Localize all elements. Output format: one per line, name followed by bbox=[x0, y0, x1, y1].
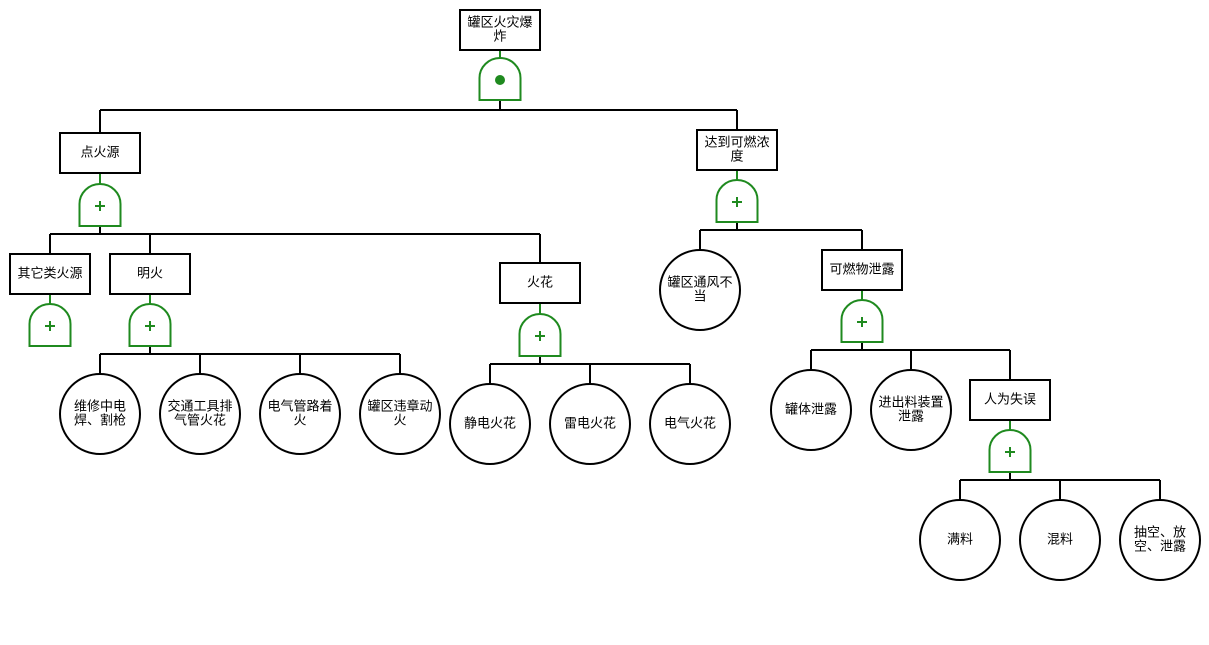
or-gate-icon bbox=[128, 303, 172, 347]
basic-event-circle bbox=[649, 383, 731, 465]
or-gate-icon bbox=[518, 313, 562, 357]
basic-event-circle bbox=[1019, 499, 1101, 581]
node-label: 点火源 bbox=[80, 146, 119, 161]
basic-event-mixing: 混料 bbox=[1019, 499, 1101, 581]
basic-event-circle bbox=[59, 373, 141, 455]
or-gate-icon bbox=[840, 299, 884, 343]
node-label: 明火 bbox=[137, 267, 163, 282]
basic-event-circle bbox=[449, 383, 531, 465]
basic-event-pipe-fire: 电气管路着火 bbox=[259, 373, 341, 455]
basic-event-circle bbox=[770, 369, 852, 451]
node-label: 罐区违章动火 bbox=[367, 399, 432, 429]
intermediate-event-ignition: 点火源 bbox=[59, 132, 141, 227]
event-box bbox=[9, 253, 91, 295]
node-label: 维修中电焊、割枪 bbox=[74, 400, 126, 429]
basic-event-feed-leak: 进出料装置泄露 bbox=[870, 369, 952, 451]
or-gate-icon bbox=[28, 303, 72, 347]
intermediate-event-concentration: 达到可燃浓度 bbox=[696, 129, 778, 223]
and-gate-dot-icon bbox=[495, 75, 505, 85]
basic-event-circle bbox=[1119, 499, 1201, 581]
basic-event-overfill: 满料 bbox=[919, 499, 1001, 581]
node-label: 罐区通风不当 bbox=[667, 276, 732, 305]
basic-event-circle bbox=[870, 369, 952, 451]
node-label: 静电火花 bbox=[464, 416, 516, 432]
event-box bbox=[59, 132, 141, 174]
basic-event-circle bbox=[359, 373, 441, 455]
node-label: 雷电火花 bbox=[564, 416, 616, 432]
basic-event-static-spark: 静电火花 bbox=[449, 383, 531, 465]
intermediate-event-other-fire: 其它类火源 bbox=[9, 253, 91, 347]
node-label: 抽空、放空、泄露 bbox=[1134, 526, 1186, 555]
basic-event-tank-leak: 罐体泄露 bbox=[770, 369, 852, 451]
intermediate-event-spark: 火花 bbox=[499, 262, 581, 357]
basic-event-circle bbox=[159, 373, 241, 455]
node-label: 混料 bbox=[1047, 533, 1073, 548]
intermediate-event-leak: 可燃物泄露 bbox=[821, 249, 903, 343]
event-box bbox=[821, 249, 903, 291]
node-label: 人为失误 bbox=[984, 393, 1036, 408]
basic-event-lightning-spark: 雷电火花 bbox=[549, 383, 631, 465]
basic-event-weld: 维修中电焊、割枪 bbox=[59, 373, 141, 455]
or-gate-icon bbox=[78, 183, 122, 227]
node-label: 可燃物泄露 bbox=[829, 262, 894, 278]
node-label: 罐区火灾爆炸 bbox=[467, 15, 532, 45]
intermediate-event-human-error: 人为失误 bbox=[969, 379, 1051, 473]
node-label: 电气火花 bbox=[664, 416, 716, 432]
or-gate-icon bbox=[988, 429, 1032, 473]
node-label: 达到可燃浓度 bbox=[704, 135, 769, 165]
basic-event-violation: 罐区违章动火 bbox=[359, 373, 441, 455]
basic-event-circle bbox=[549, 383, 631, 465]
node-label: 其它类火源 bbox=[17, 266, 82, 282]
event-box bbox=[969, 379, 1051, 421]
and-gate-icon bbox=[478, 57, 522, 101]
basic-event-evacuate: 抽空、放空、泄露 bbox=[1119, 499, 1201, 581]
event-box bbox=[459, 9, 541, 51]
intermediate-event-open-flame: 明火 bbox=[109, 253, 191, 347]
connector-lines bbox=[49, 50, 1161, 500]
basic-event-circle bbox=[259, 373, 341, 455]
event-box bbox=[109, 253, 191, 295]
node-label: 电气管路着火 bbox=[267, 399, 332, 429]
basic-event-circle bbox=[919, 499, 1001, 581]
node-label: 罐体泄露 bbox=[785, 403, 837, 418]
intermediate-event-top: 罐区火灾爆炸 bbox=[459, 9, 541, 101]
or-gate-icon bbox=[715, 179, 759, 223]
basic-event-exhaust: 交通工具排气管火花 bbox=[159, 373, 241, 455]
basic-event-ventilation: 罐区通风不当 bbox=[659, 249, 741, 331]
basic-event-circle bbox=[659, 249, 741, 331]
node-label: 进出料装置泄露 bbox=[878, 396, 943, 425]
node-label: 火花 bbox=[527, 275, 553, 291]
node-label: 交通工具排气管火花 bbox=[167, 399, 232, 429]
node-label: 满料 bbox=[947, 533, 973, 548]
event-box bbox=[499, 262, 581, 304]
basic-event-electric-spark: 电气火花 bbox=[649, 383, 731, 465]
event-box bbox=[696, 129, 778, 171]
